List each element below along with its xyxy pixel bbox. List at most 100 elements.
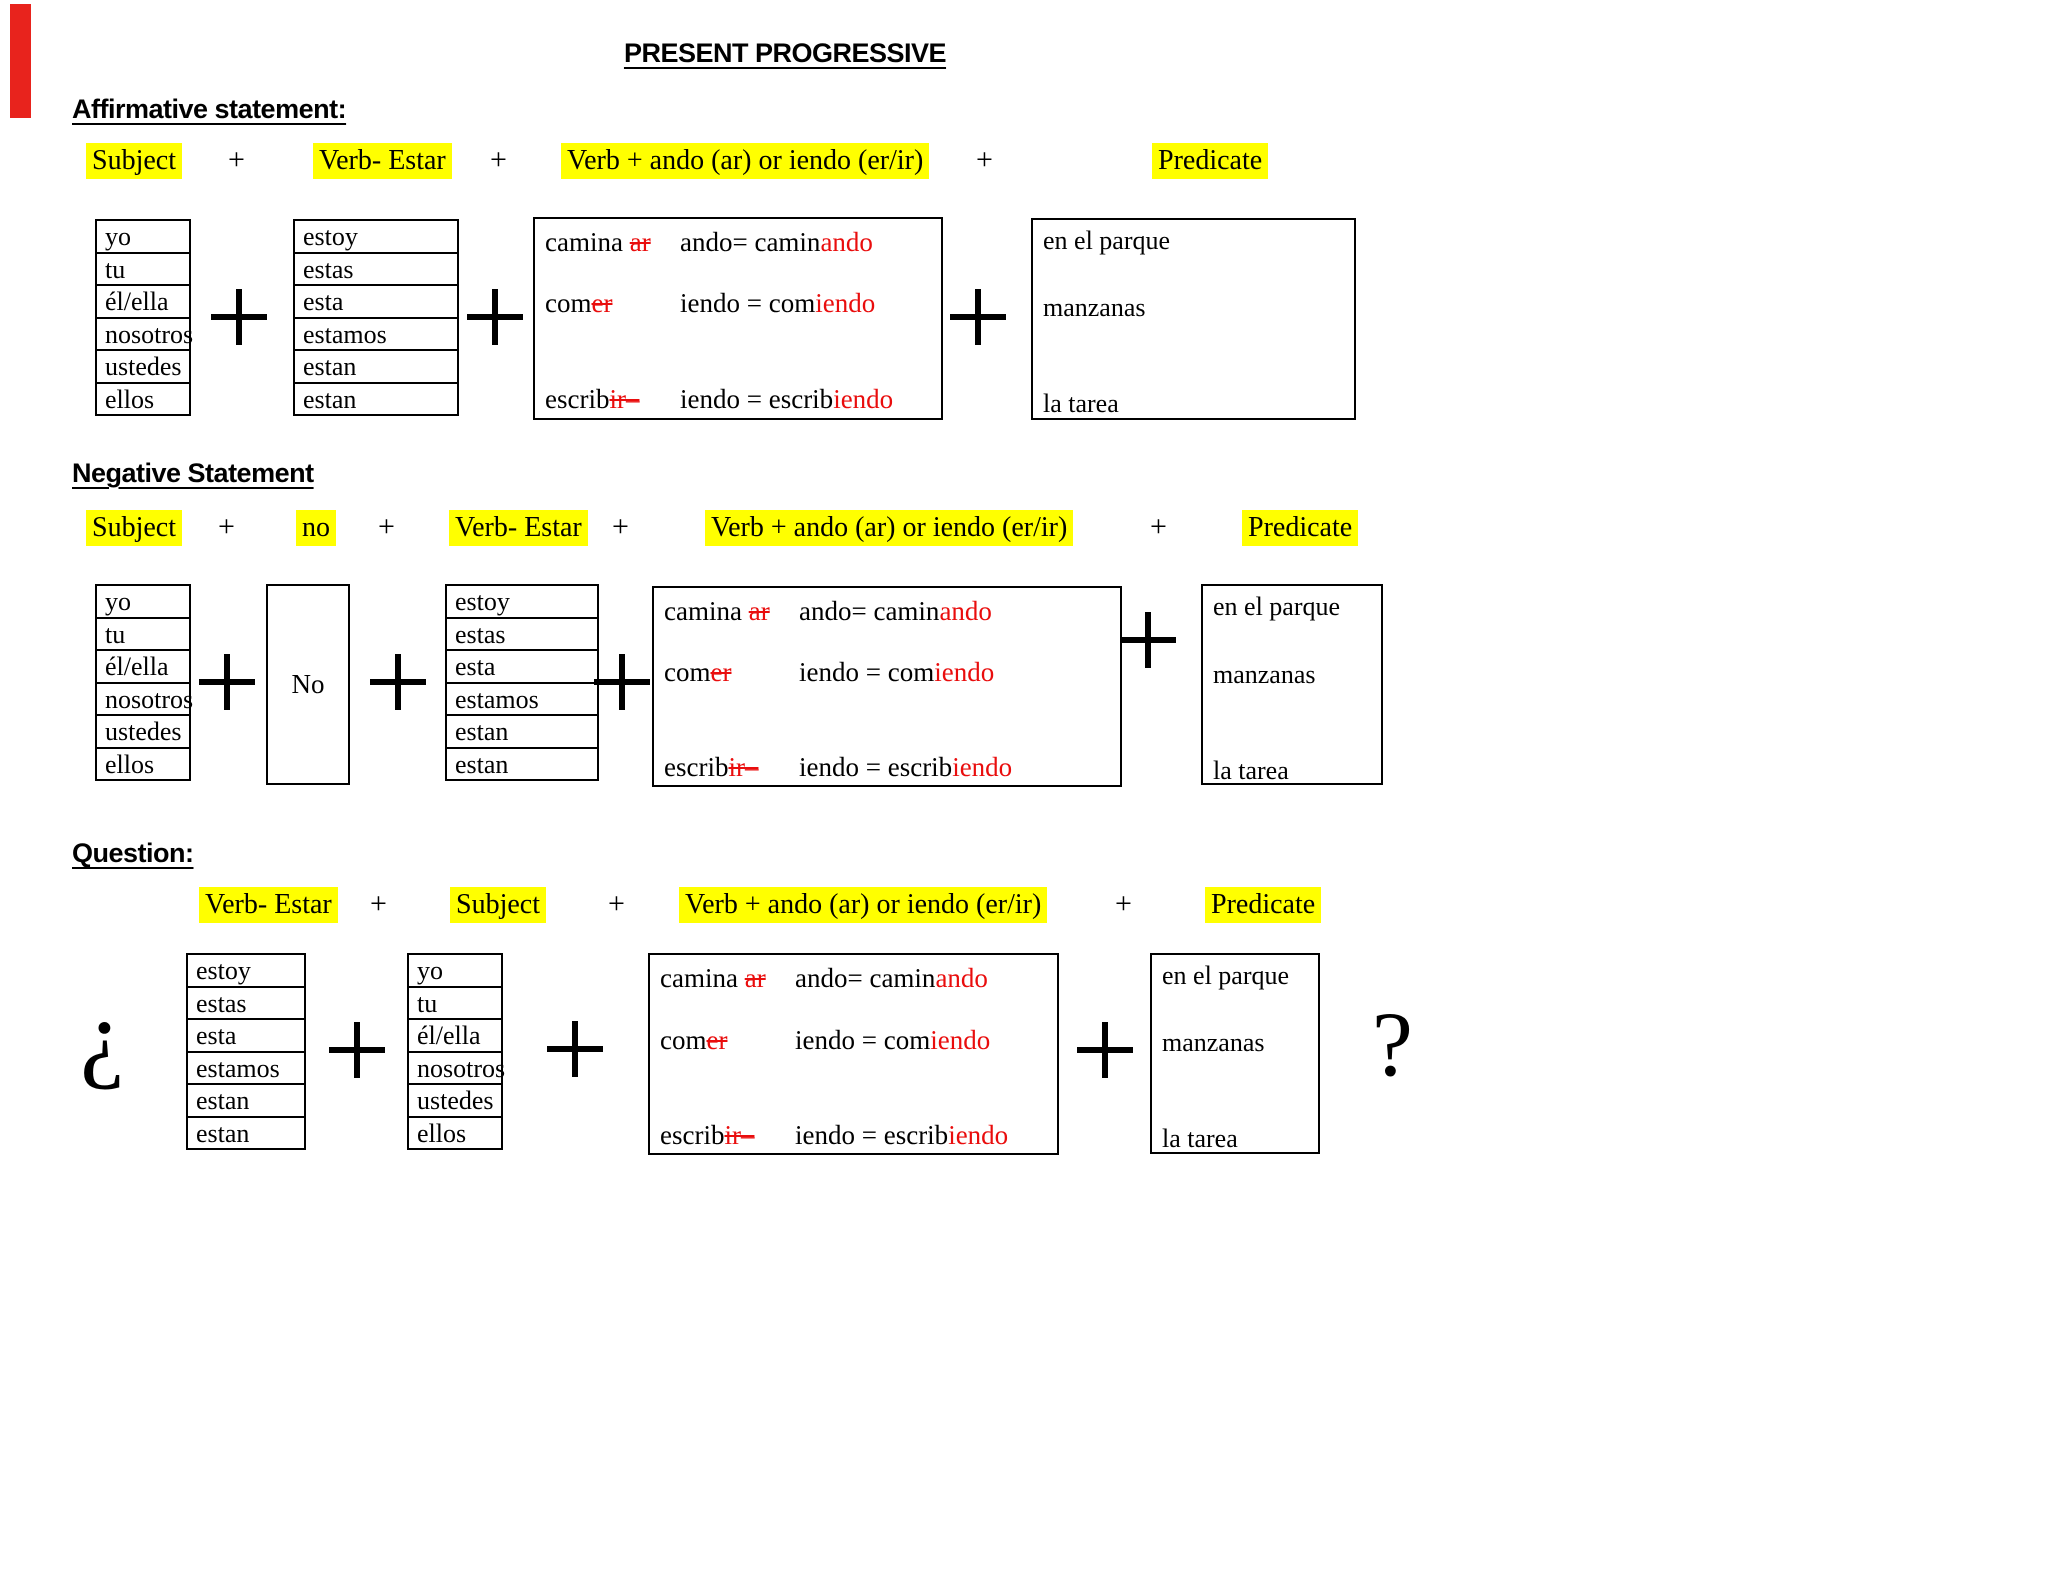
verb-line-comer: comer iendo = comiendo — [664, 657, 994, 688]
table-row: estoy — [303, 222, 358, 251]
predicate-line: en el parque — [1043, 226, 1171, 255]
aff-formula-predicate: Predicate — [1152, 143, 1269, 179]
table-row: estas — [447, 616, 597, 650]
plus-icon — [1120, 612, 1176, 668]
verb-stem: escrib — [664, 752, 729, 782]
table-row: tu — [97, 251, 189, 285]
aff-formula-subject: Subject — [86, 143, 182, 179]
plus-icon — [594, 654, 650, 710]
verb-stem: camina — [545, 227, 630, 257]
verb-stem: com — [664, 657, 711, 687]
q-formula-plus-2: + — [608, 887, 625, 920]
predicate-line: manzanas — [1162, 1028, 1265, 1057]
verb-result-black: iendo = com — [795, 1025, 931, 1055]
aff-formula-plus-1: + — [228, 143, 245, 176]
table-row: tu — [409, 985, 501, 1019]
verb-ending-struck: ir– — [609, 384, 640, 414]
q-formula-predicate: Predicate — [1205, 887, 1322, 923]
verb-stem: camina — [660, 963, 745, 993]
table-row: tu — [97, 616, 189, 650]
verb-result-red: iendo — [948, 1120, 1009, 1150]
table-row: esta — [295, 284, 457, 317]
neg-predicate-box — [1201, 584, 1383, 785]
negative-heading: Negative Statement — [72, 458, 314, 488]
table-row: ellos — [97, 381, 189, 415]
verb-line-escribir: escribir–iendo = escribiendo — [664, 752, 1012, 783]
verb-result-red: iendo — [815, 288, 876, 318]
neg-formula-plus-1: + — [218, 510, 235, 543]
verb-result-red: ando — [939, 596, 992, 626]
verb-result-red: iendo — [930, 1025, 991, 1055]
aff-formula-plus-3: + — [976, 143, 993, 176]
verb-result-black: iendo = escrib — [680, 384, 834, 414]
verb-ending-struck: ar — [629, 227, 651, 257]
verb-line-comer: comer iendo = comiendo — [545, 288, 875, 319]
verb-result-red: ando — [820, 227, 873, 257]
verb-stem: escrib — [660, 1120, 725, 1150]
table-row: nosotros — [97, 316, 193, 350]
verb-stem: escrib — [545, 384, 610, 414]
predicate-line: en el parque — [1162, 961, 1290, 990]
q-estar-table: estoy estas esta estamos estan estan — [186, 953, 306, 1150]
table-row: estoy — [455, 587, 510, 616]
predicate-line: en el parque — [1213, 592, 1341, 621]
table-row: estas — [188, 985, 304, 1019]
predicate-line: la tarea — [1162, 1124, 1238, 1153]
table-row: nosotros — [409, 1050, 505, 1084]
predicate-line: manzanas — [1043, 293, 1146, 322]
plus-icon — [1077, 1022, 1133, 1078]
plus-icon — [329, 1022, 385, 1078]
neg-formula-plus-2: + — [378, 510, 395, 543]
neg-formula-plus-4: + — [1150, 510, 1167, 543]
verb-result-red: iendo — [934, 657, 995, 687]
table-row: estan — [295, 349, 457, 382]
no-box-label: No — [291, 669, 325, 699]
plus-icon — [950, 289, 1006, 345]
aff-formula-plus-2: + — [490, 143, 507, 176]
question-mark: ? — [1372, 993, 1413, 1095]
table-row: nosotros — [97, 681, 193, 715]
table-row: ustedes — [97, 349, 189, 382]
table-row: yo — [105, 587, 131, 616]
q-formula-plus-1: + — [370, 887, 387, 920]
verb-result-red: iendo — [833, 384, 894, 414]
verb-line-escribir: escribir– iendo = escribiendo — [545, 384, 893, 415]
q-subject-table: yo tu él/ella nosotros ustedes ellos — [407, 953, 505, 1150]
page-title-wrap: PRESENT PROGRESSIVE — [535, 38, 1035, 69]
table-row: ustedes — [409, 1083, 501, 1116]
aff-subject-table: yo tu él/ella nosotros ustedes ellos — [95, 219, 193, 416]
plus-icon — [547, 1021, 603, 1077]
q-predicate-box — [1150, 953, 1320, 1154]
verb-line-escribir: escribir–iendo = escribiendo — [660, 1120, 1008, 1151]
aff-formula-verb-gerund: Verb + ando (ar) or iendo (er/ir) — [561, 143, 930, 179]
aff-estar-table: estoy estas esta estamos estan estan — [293, 219, 459, 416]
verb-result-black: iendo = com — [799, 657, 935, 687]
q-formula-verb-gerund: Verb + ando (ar) or iendo (er/ir) — [679, 887, 1048, 923]
affirmative-heading: Affirmative statement: — [72, 94, 347, 124]
plus-icon — [199, 654, 255, 710]
q-formula-plus-3: + — [1115, 887, 1132, 920]
verb-ending-struck: er — [591, 288, 613, 318]
verb-ending-struck: er — [706, 1025, 728, 1055]
table-row: él/ella — [97, 649, 189, 682]
q-formula-subject: Subject — [450, 887, 546, 923]
table-row: estan — [188, 1083, 304, 1116]
table-row: él/ella — [409, 1018, 501, 1051]
table-row: yo — [105, 222, 131, 251]
plus-icon — [467, 289, 523, 345]
verb-ending-struck: ir– — [724, 1120, 755, 1150]
q-formula-verb-estar: Verb- Estar — [199, 887, 338, 923]
table-row: él/ella — [97, 284, 189, 317]
table-row: ellos — [409, 1115, 501, 1149]
table-row: estan — [295, 381, 457, 415]
verb-stem: com — [545, 288, 592, 318]
inverted-question-mark: ¿ — [80, 980, 125, 1091]
verb-result-red: iendo — [952, 752, 1013, 782]
table-row: estas — [295, 251, 457, 285]
plus-icon — [211, 289, 267, 345]
neg-no-box: No — [266, 584, 350, 785]
verb-result-black: iendo = com — [680, 288, 816, 318]
verb-ending-struck: er — [710, 657, 732, 687]
